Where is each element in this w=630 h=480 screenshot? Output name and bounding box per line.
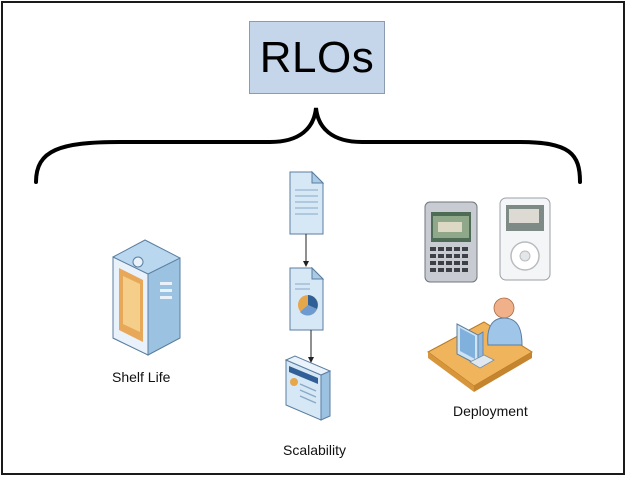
presentation-document-icon [284,355,332,421]
server-icon [112,239,181,356]
flow-arrowhead [303,261,309,267]
label-scalability: Scalability [283,442,347,458]
label-deployment: Deployment [453,403,528,419]
label-shelf-life: Shelf Life [112,369,171,385]
flow-arrowhead [308,357,314,363]
title-box: RLOs [249,21,385,94]
media-player-icon [499,197,551,281]
document-icon [289,170,325,235]
user-at-computer-icon [427,297,533,392]
smartphone-icon [424,201,478,283]
chart-document-icon [289,266,325,331]
curly-brace [34,107,582,184]
title-text: RLOs [259,32,375,82]
